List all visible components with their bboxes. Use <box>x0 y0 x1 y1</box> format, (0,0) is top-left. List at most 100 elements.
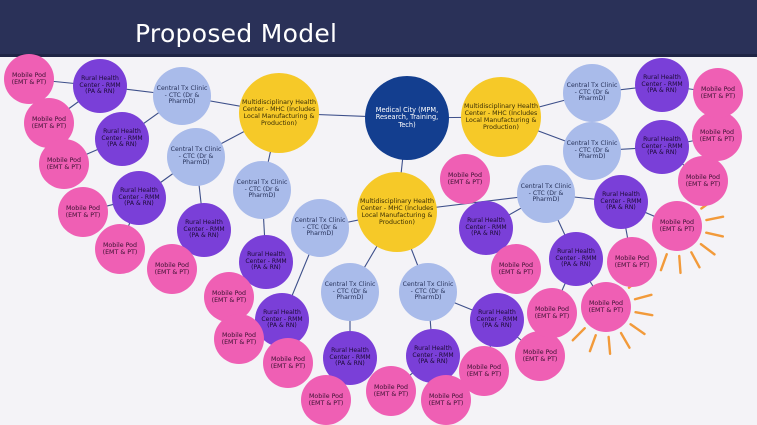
node-label: Central Tx Clinic - CTC (Dr & PharmD) <box>566 81 618 103</box>
node-label: Rural Health Center - RMM (PA & RN) <box>101 127 143 149</box>
node-label: Mobile Pod (EMT & PT) <box>102 241 138 256</box>
mobile-pod-node: Mobile Pod (EMT & PT) <box>459 346 509 396</box>
node-label: Mobile Pod (EMT & PT) <box>700 85 736 100</box>
highlight-ray <box>588 333 597 353</box>
rmm-node: Rural Health Center - RMM (PA & RN) <box>73 59 127 113</box>
highlight-ray <box>705 215 725 222</box>
rmm-node: Rural Health Center - RMM (PA & RN) <box>635 58 689 112</box>
node-label: Rural Health Center - RMM (PA & RN) <box>465 216 507 238</box>
ctc-node: Central Tx Clinic - CTC (Dr & PharmD) <box>399 263 457 321</box>
rmm-node: Rural Health Center - RMM (PA & RN) <box>594 175 648 229</box>
node-label: Mobile Pod (EMT & PT) <box>46 156 82 171</box>
ctc-node: Central Tx Clinic - CTC (Dr & PharmD) <box>321 263 379 321</box>
rmm-node: Rural Health Center - RMM (PA & RN) <box>459 201 513 255</box>
node-label: Mobile Pod (EMT & PT) <box>308 392 344 407</box>
node-label: Mobile Pod (EMT & PT) <box>428 392 464 407</box>
ctc-node: Central Tx Clinic - CTC (Dr & PharmD) <box>563 64 621 122</box>
highlight-ray <box>633 293 653 301</box>
highlight-ray <box>619 331 631 349</box>
node-label: Mobile Pod (EMT & PT) <box>588 299 624 314</box>
highlight-ray <box>678 254 682 275</box>
node-label: Rural Health Center - RMM (PA & RN) <box>412 344 454 366</box>
node-label: Mobile Pod (EMT & PT) <box>614 254 650 269</box>
ctc-node: Central Tx Clinic - CTC (Dr & PharmD) <box>233 161 291 219</box>
node-label: Multidisciplinary Health Center - MHC (I… <box>242 98 316 128</box>
title-bar: Proposed Model <box>0 0 757 57</box>
rmm-node: Rural Health Center - RMM (PA & RN) <box>635 120 689 174</box>
mobile-pod-node: Mobile Pod (EMT & PT) <box>440 154 490 204</box>
node-label: Central Tx Clinic - CTC (Dr & PharmD) <box>324 280 376 302</box>
node-label: Central Tx Clinic - CTC (Dr & PharmD) <box>236 178 288 200</box>
highlight-ray <box>571 327 586 342</box>
mobile-pod-node: Mobile Pod (EMT & PT) <box>147 244 197 294</box>
rmm-node: Rural Health Center - RMM (PA & RN) <box>406 329 460 383</box>
node-label: Rural Health Center - RMM (PA & RN) <box>476 308 518 330</box>
node-label: Mobile Pod (EMT & PT) <box>534 305 570 320</box>
ctc-node: Central Tx Clinic - CTC (Dr & PharmD) <box>291 199 349 257</box>
mobile-pod-node: Mobile Pod (EMT & PT) <box>204 272 254 322</box>
highlight-ray <box>659 252 668 272</box>
highlight-ray <box>607 335 612 356</box>
node-label: Rural Health Center - RMM (PA & RN) <box>555 247 597 269</box>
rmm-node: Rural Health Center - RMM (PA & RN) <box>239 235 293 289</box>
node-label: Mobile Pod (EMT & PT) <box>211 289 247 304</box>
node-label: Central Tx Clinic - CTC (Dr & PharmD) <box>294 216 346 238</box>
mobile-pod-node: Mobile Pod (EMT & PT) <box>692 111 742 161</box>
mhc-node: Multidisciplinary Health Center - MHC (I… <box>239 73 319 153</box>
node-label: Central Tx Clinic - CTC (Dr & PharmD) <box>520 182 572 204</box>
node-label: Mobile Pod (EMT & PT) <box>373 383 409 398</box>
mobile-pod-node: Mobile Pod (EMT & PT) <box>214 314 264 364</box>
mobile-pod-node: Mobile Pod (EMT & PT) <box>678 156 728 206</box>
node-label: Central Tx Clinic - CTC (Dr & PharmD) <box>566 139 618 161</box>
node-label: Mobile Pod (EMT & PT) <box>699 128 735 143</box>
node-label: Mobile Pod (EMT & PT) <box>270 355 306 370</box>
node-label: Multidisciplinary Health Center - MHC (I… <box>360 197 434 227</box>
node-label: Central Tx Clinic - CTC (Dr & PharmD) <box>170 145 222 167</box>
node-label: Rural Health Center - RMM (PA & RN) <box>641 135 683 157</box>
mobile-pod-node: Mobile Pod (EMT & PT) <box>693 68 743 118</box>
node-label: Mobile Pod (EMT & PT) <box>447 171 483 186</box>
mobile-pod-node: Mobile Pod (EMT & PT) <box>366 366 416 416</box>
medical-city-node: Medical City (MPM, Research, Training, T… <box>365 76 449 160</box>
mobile-pod-node: Mobile Pod (EMT & PT) <box>607 237 657 287</box>
mobile-pod-node: Mobile Pod (EMT & PT) <box>515 331 565 381</box>
node-label: Rural Health Center - RMM (PA & RN) <box>261 308 303 330</box>
highlight-ray <box>690 251 701 269</box>
node-label: Central Tx Clinic - CTC (Dr & PharmD) <box>156 84 208 106</box>
node-label: Rural Health Center - RMM (PA & RN) <box>118 186 160 208</box>
highlight-ray <box>705 231 725 238</box>
node-label: Mobile Pod (EMT & PT) <box>31 115 67 130</box>
mhc-node: Multidisciplinary Health Center - MHC (I… <box>461 77 541 157</box>
node-label: Mobile Pod (EMT & PT) <box>498 261 534 276</box>
rmm-node: Rural Health Center - RMM (PA & RN) <box>112 171 166 225</box>
node-label: Mobile Pod (EMT & PT) <box>659 218 695 233</box>
ctc-node: Central Tx Clinic - CTC (Dr & PharmD) <box>167 128 225 186</box>
node-label: Medical City (MPM, Research, Training, T… <box>375 105 439 129</box>
ctc-node: Central Tx Clinic - CTC (Dr & PharmD) <box>153 67 211 125</box>
rmm-node: Rural Health Center - RMM (PA & RN) <box>549 232 603 286</box>
mobile-pod-node: Mobile Pod (EMT & PT) <box>581 282 631 332</box>
mobile-pod-node: Mobile Pod (EMT & PT) <box>527 288 577 338</box>
node-label: Mobile Pod (EMT & PT) <box>154 261 190 276</box>
node-label: Rural Health Center - RMM (PA & RN) <box>329 346 371 368</box>
mobile-pod-node: Mobile Pod (EMT & PT) <box>491 244 541 294</box>
node-label: Rural Health Center - RMM (PA & RN) <box>600 190 642 212</box>
mhc-node: Multidisciplinary Health Center - MHC (I… <box>357 172 437 252</box>
mobile-pod-node: Mobile Pod (EMT & PT) <box>4 54 54 104</box>
node-label: Multidisciplinary Health Center - MHC (I… <box>464 102 538 132</box>
mobile-pod-node: Mobile Pod (EMT & PT) <box>95 224 145 274</box>
slide-title: Proposed Model <box>135 19 338 48</box>
node-label: Rural Health Center - RMM (PA & RN) <box>641 73 683 95</box>
node-label: Rural Health Center - RMM (PA & RN) <box>245 250 287 272</box>
node-label: Mobile Pod (EMT & PT) <box>65 204 101 219</box>
node-label: Mobile Pod (EMT & PT) <box>466 363 502 378</box>
highlight-rays <box>571 184 725 356</box>
rmm-node: Rural Health Center - RMM (PA & RN) <box>470 293 524 347</box>
mobile-pod-node: Mobile Pod (EMT & PT) <box>263 338 313 388</box>
highlight-ray <box>634 311 654 317</box>
mobile-pod-node: Mobile Pod (EMT & PT) <box>58 187 108 237</box>
node-label: Mobile Pod (EMT & PT) <box>685 173 721 188</box>
node-label: Central Tx Clinic - CTC (Dr & PharmD) <box>402 280 454 302</box>
